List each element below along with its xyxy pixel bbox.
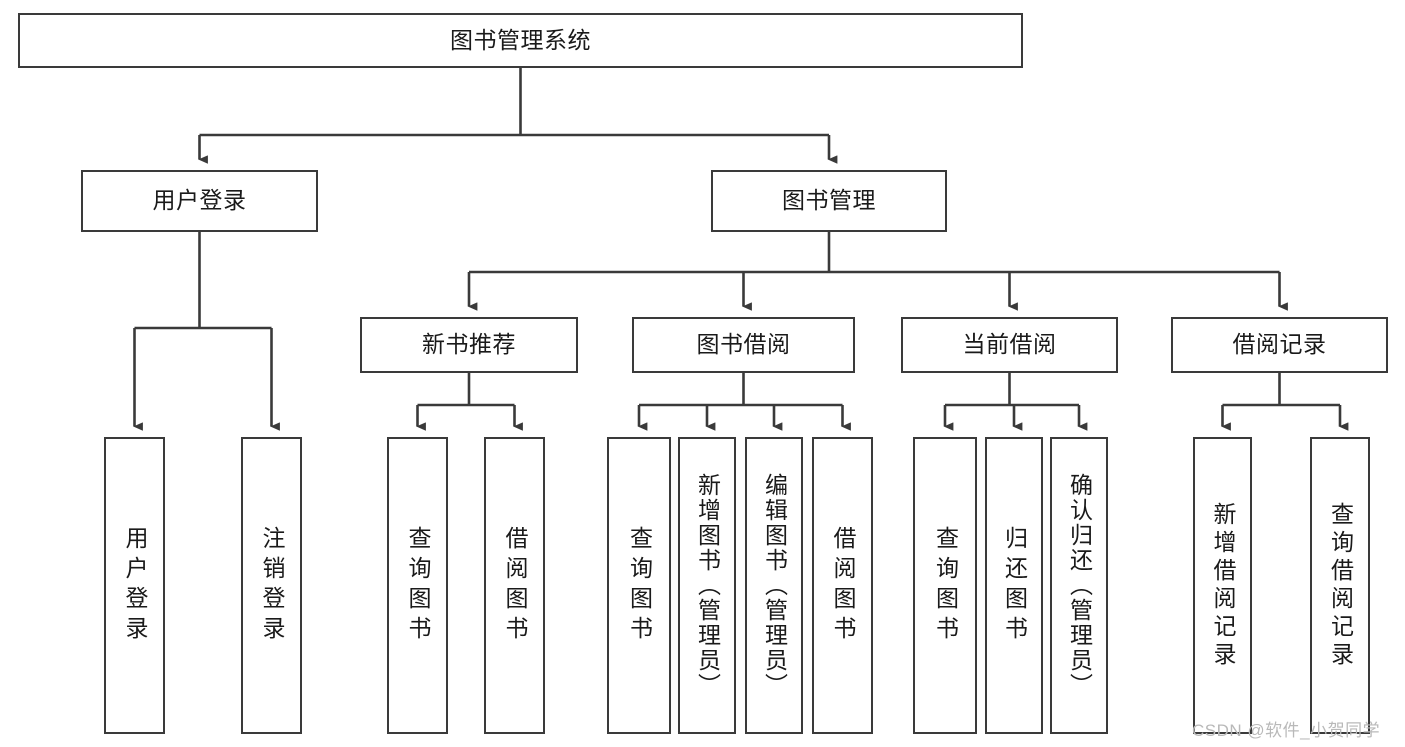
node-label: 编辑图书（管理员） <box>761 473 788 698</box>
node-current-borrow[interactable]: 当前借阅 <box>901 317 1118 373</box>
node-label: 新增借阅记录 <box>1210 501 1236 670</box>
node-label: 图书管理系统 <box>450 26 591 53</box>
node-label: 注销登录 <box>259 525 285 646</box>
node-user-login[interactable]: 用户登录 <box>81 170 318 232</box>
node-label: 借阅图书 <box>502 525 528 646</box>
node-label: 查询图书 <box>626 525 653 646</box>
node-label: 图书管理 <box>782 187 876 214</box>
node-label: 借阅记录 <box>1232 331 1327 358</box>
node-leaf-query-record[interactable]: 查询借阅记录 <box>1310 437 1370 734</box>
node-label: 用户登录 <box>152 187 247 214</box>
csdn-watermark: CSDN @软件_小贺同学 <box>1192 721 1381 740</box>
node-leaf-edit-book[interactable]: 编辑图书（管理员） <box>745 437 803 734</box>
node-leaf-add-book[interactable]: 新增图书（管理员） <box>678 437 736 734</box>
node-book-borrow[interactable]: 图书借阅 <box>632 317 855 373</box>
node-book-admin[interactable]: 图书管理 <box>711 170 947 232</box>
node-root[interactable]: 图书管理系统 <box>18 13 1023 68</box>
node-label: 借阅图书 <box>830 525 856 646</box>
node-label: 新书推荐 <box>422 331 516 358</box>
node-leaf-borrow-book[interactable]: 借阅图书 <box>812 437 873 734</box>
node-label: 图书借阅 <box>696 331 791 358</box>
node-label: 新增图书（管理员） <box>694 473 721 698</box>
node-label: 查询图书 <box>405 525 431 646</box>
node-label: 查询图书 <box>932 525 959 646</box>
node-leaf-query-book-cur[interactable]: 查询图书 <box>913 437 977 734</box>
node-leaf-user-login[interactable]: 用户登录 <box>104 437 165 734</box>
node-borrow-record[interactable]: 借阅记录 <box>1171 317 1388 373</box>
node-leaf-add-record[interactable]: 新增借阅记录 <box>1193 437 1252 734</box>
node-label: 归还图书 <box>1001 525 1028 646</box>
node-label: 确认归还（管理员） <box>1066 473 1093 698</box>
node-label: 当前借阅 <box>962 331 1057 358</box>
node-leaf-user-logout[interactable]: 注销登录 <box>241 437 302 734</box>
node-label: 查询借阅记录 <box>1327 501 1354 670</box>
node-leaf-query-book-rec[interactable]: 查询图书 <box>387 437 448 734</box>
node-leaf-borrow-book-rec[interactable]: 借阅图书 <box>484 437 545 734</box>
node-new-book-rec[interactable]: 新书推荐 <box>360 317 578 373</box>
node-leaf-return-book[interactable]: 归还图书 <box>985 437 1043 734</box>
node-leaf-confirm-return[interactable]: 确认归还（管理员） <box>1050 437 1108 734</box>
node-leaf-query-book-borrow[interactable]: 查询图书 <box>607 437 671 734</box>
node-label: 用户登录 <box>122 525 148 646</box>
